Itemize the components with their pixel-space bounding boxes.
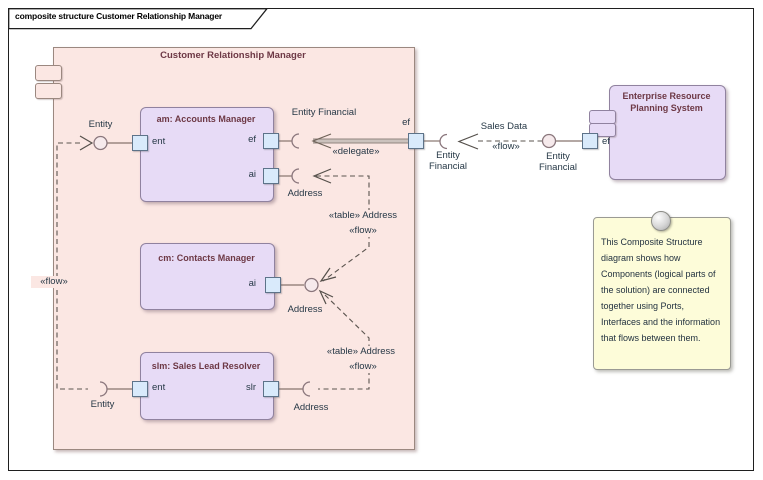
port-label-boundary-ef: ef xyxy=(402,117,410,128)
note-text: This Composite Structure diagram shows h… xyxy=(601,237,721,343)
port-am-ent[interactable] xyxy=(132,135,148,151)
port-label-ent: ent xyxy=(152,382,166,393)
label-flow-lower: «flow» xyxy=(340,361,386,373)
label-entity-bottom: Entity xyxy=(90,399,115,410)
label-address-slm: Address xyxy=(293,402,329,413)
pin-icon xyxy=(651,211,671,231)
label-address-am: Address xyxy=(287,188,323,199)
note-box[interactable] xyxy=(593,217,731,370)
component-icon xyxy=(589,110,616,124)
component-cm-contacts-manager[interactable] xyxy=(140,243,275,310)
label-delegate: «delegate» xyxy=(332,146,380,157)
component-icon xyxy=(35,65,62,81)
port-slm-slr[interactable] xyxy=(263,381,279,397)
port-am-ai[interactable] xyxy=(263,168,279,184)
frame-title: composite structure Customer Relationshi… xyxy=(15,11,223,21)
component-icon xyxy=(35,83,62,99)
port-am-ef[interactable] xyxy=(263,133,279,149)
label-flow-left: «flow» xyxy=(31,276,77,288)
label-flow-upper: «flow» xyxy=(340,225,386,237)
port-slm-ent[interactable] xyxy=(132,381,148,397)
port-erp-ef[interactable] xyxy=(582,133,598,149)
label-entity-financial-right: Entity Financial xyxy=(538,151,578,173)
slm-title: slm: Sales Lead Resolver xyxy=(151,361,261,371)
label-table-address-upper: «table» Address xyxy=(321,210,405,222)
port-label-ai: ai xyxy=(248,278,256,289)
label-address-cm: Address xyxy=(287,304,323,315)
component-erp-system[interactable] xyxy=(609,85,726,180)
port-label-ent: ent xyxy=(152,136,166,147)
component-am-accounts-manager[interactable] xyxy=(140,107,274,202)
am-title: am: Accounts Manager xyxy=(156,114,256,124)
port-label-ef: ef xyxy=(248,134,256,145)
label-sales-data: Sales Data xyxy=(480,121,528,132)
cm-title: cm: Contacts Manager xyxy=(158,253,255,263)
label-table-address-lower: «table» Address xyxy=(319,346,403,358)
port-crm-boundary-ef[interactable] xyxy=(408,133,424,149)
port-label-slr: slr xyxy=(245,382,256,393)
label-flow-mid: «flow» xyxy=(492,141,520,152)
port-label-erp-ef: ef xyxy=(602,136,610,147)
port-label-ai: ai xyxy=(248,169,256,180)
crm-title: Customer Relationship Manager xyxy=(160,50,306,61)
port-cm-ai[interactable] xyxy=(265,277,281,293)
label-entity-top: Entity xyxy=(88,119,113,130)
label-entity-financial-left: Entity Financial xyxy=(428,150,468,172)
label-entity-financial: Entity Financial xyxy=(291,107,357,118)
erp-title: Enterprise Resource Planning System xyxy=(622,91,711,113)
